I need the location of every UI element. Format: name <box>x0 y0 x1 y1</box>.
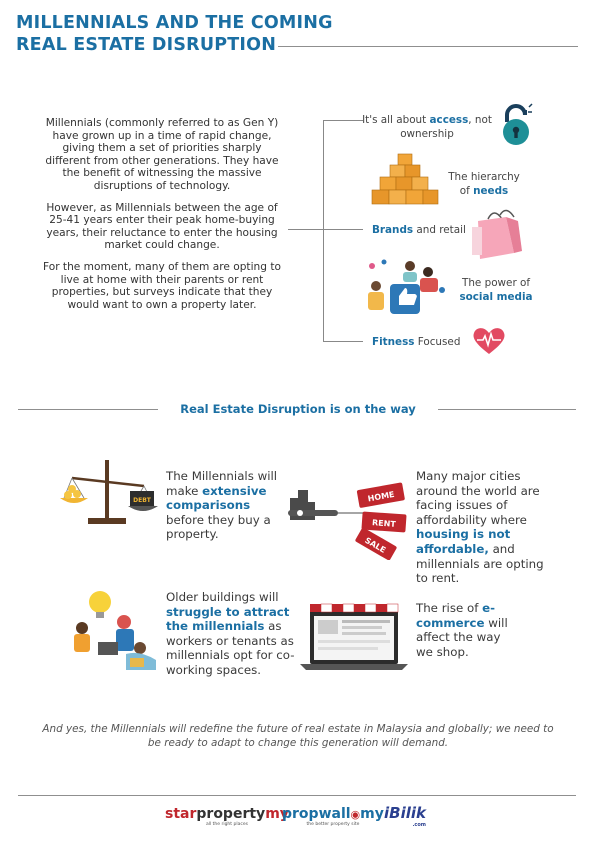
feature-brands: Brands and retail <box>372 224 466 236</box>
propwall-logo[interactable]: propwall◉my the better property site <box>282 806 384 827</box>
bracket-tick-3 <box>323 341 363 342</box>
boxes-icon <box>371 153 439 205</box>
shopping-bag-icon <box>472 209 522 259</box>
laptop-store-icon <box>300 603 408 670</box>
coworking-people-icon <box>74 591 156 670</box>
title-line-2: REAL ESTATE DISRUPTION <box>16 35 277 55</box>
bracket-line <box>323 120 324 342</box>
item-older-buildings: Older buildings will struggle to attract… <box>166 590 295 677</box>
feature-access: It's all about access, not ownership <box>362 114 492 140</box>
starproperty-logo[interactable]: starpropertymy all the right places <box>165 806 289 827</box>
intro-text: Millennials (commonly referred to as Gen… <box>40 117 284 320</box>
map-pin-icon: ◉ <box>350 808 361 821</box>
feature-needs: The hierarchy of needs <box>448 171 520 197</box>
padlock-icon <box>503 103 533 145</box>
social-media-icon <box>368 259 445 314</box>
debt-label: DEBT <box>133 497 152 504</box>
heart-pulse-icon <box>473 328 505 354</box>
feature-social-media: The power of social media <box>459 277 533 303</box>
balance-scale-icon: DEBT <box>60 460 158 524</box>
page-title: MILLENNIALS AND THE COMING REAL ESTATE D… <box>16 12 333 56</box>
section-title: Real Estate Disruption is on the way <box>180 402 416 416</box>
rent-tag-label: RENT <box>372 518 397 529</box>
title-line-1: MILLENNIALS AND THE COMING <box>16 13 333 33</box>
intro-paragraph-1: Millennials (commonly referred to as Gen… <box>45 117 279 192</box>
home-key-tags-icon: HOME RENT SALE <box>288 482 407 560</box>
section-rule-right <box>438 409 576 410</box>
section-rule-left <box>18 409 158 410</box>
item-affordability: Many major cities around the world are f… <box>416 469 544 586</box>
bracket-tick-2 <box>323 229 363 230</box>
ibilik-logo[interactable]: iBilik .com <box>384 804 426 828</box>
header-rule <box>278 46 578 47</box>
intro-paragraph-3: For the moment, many of them are opting … <box>43 260 281 311</box>
bracket-tick-1 <box>323 120 363 121</box>
footer-rule <box>18 795 576 796</box>
item-ecommerce: The rise of e-commerce will affect the w… <box>416 601 508 659</box>
intro-paragraph-2: However, as Millennials between the age … <box>46 201 278 252</box>
feature-fitness: Fitness Focused <box>372 336 461 348</box>
closing-statement: And yes, the Millennials will redefine t… <box>42 723 554 749</box>
item-comparisons: The Millennials will make extensive comp… <box>166 469 278 542</box>
bracket-stem <box>288 229 324 230</box>
